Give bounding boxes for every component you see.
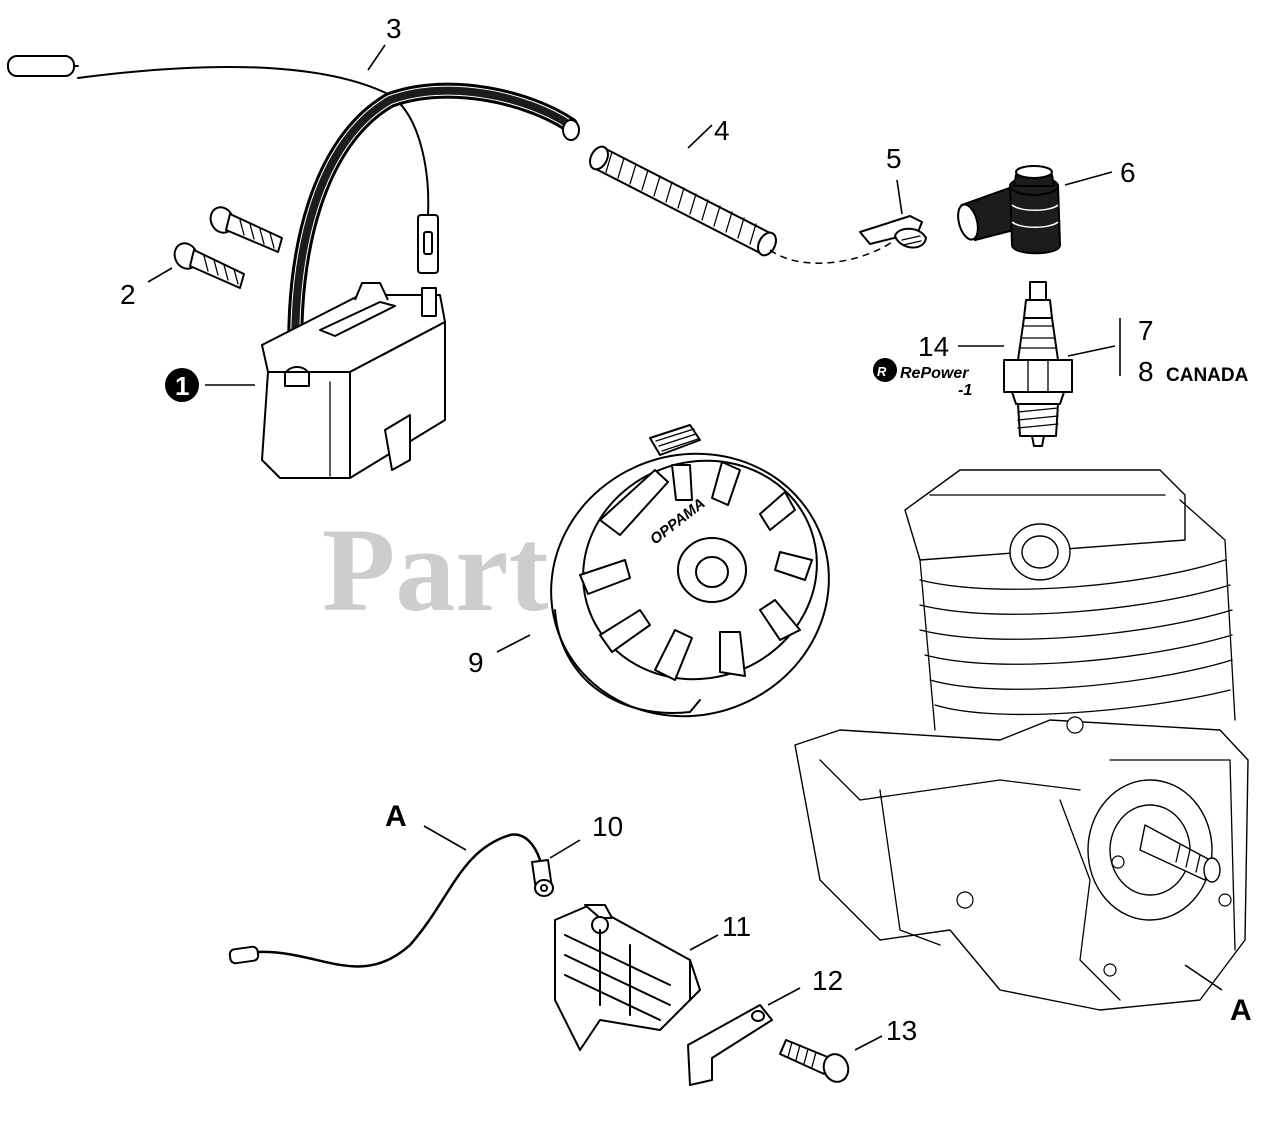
- callout-a-right: A: [1230, 994, 1252, 1027]
- repower-logo-icon: [873, 358, 897, 382]
- ground-lead-wire: [77, 65, 430, 216]
- part-4-spring-sleeve[interactable]: [586, 144, 779, 259]
- part-6-plug-boot[interactable]: [955, 165, 1062, 255]
- callout-14: 14: [918, 331, 949, 362]
- part-10-ground-wire[interactable]: [228, 833, 554, 968]
- repower-logo-text: RePower: [900, 365, 969, 382]
- callout-8-note: CANADA: [1166, 365, 1249, 386]
- part-12-bracket[interactable]: [687, 1004, 773, 1086]
- callout-11: 11: [722, 911, 751, 942]
- callout-10: 10: [592, 811, 623, 842]
- callout-6: 6: [1120, 157, 1136, 188]
- svg-text:R: R: [877, 364, 887, 379]
- callout-1: 1: [175, 371, 189, 401]
- callout-2: 2: [120, 279, 136, 310]
- engine-block: [794, 469, 1249, 1011]
- leader-lines: [147, 44, 1223, 1051]
- repower-logo: R RePower -1: [873, 358, 972, 399]
- callouts: 3 2 1 4 5 6 7 8 CANADA 14 9 A 10 11 12 1…: [120, 13, 1252, 1046]
- callout-a-left: A: [385, 800, 407, 833]
- repower-logo-suffix: -1: [958, 382, 972, 399]
- part-1-ignition-coil[interactable]: [261, 282, 446, 479]
- wire-terminal: [7, 55, 75, 77]
- callout-8: 8: [1138, 356, 1154, 387]
- callout-5: 5: [886, 143, 902, 174]
- callout-13: 13: [886, 1015, 917, 1046]
- callout-7: 7: [1138, 315, 1154, 346]
- screw-lower: [173, 242, 245, 289]
- callout-3: 3: [386, 13, 402, 44]
- part-13-screw[interactable]: [779, 1039, 852, 1085]
- part-7-spark-plug[interactable]: [1003, 281, 1073, 447]
- screw-upper: [209, 206, 283, 253]
- assembly-line: [769, 239, 896, 264]
- part-2-screws[interactable]: [171, 204, 283, 289]
- part-3-ignition-wire[interactable]: [7, 55, 580, 378]
- callout-4: 4: [714, 115, 730, 146]
- part-9-flywheel[interactable]: OPPAMA: [514, 415, 866, 755]
- callout-12: 12: [812, 965, 843, 996]
- callout-1-badge: [165, 368, 199, 402]
- part-11-coil-shield[interactable]: [554, 904, 701, 1051]
- callout-9: 9: [468, 647, 484, 678]
- part-5-spring-clip[interactable]: [859, 215, 927, 249]
